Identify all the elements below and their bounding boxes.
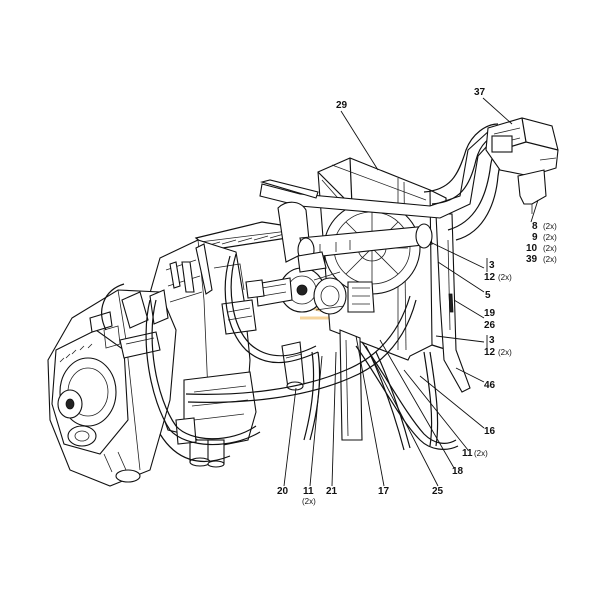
turbo-assembly [255, 201, 433, 391]
callout-25: 25 [432, 486, 444, 497]
engine-block [147, 239, 265, 468]
callout-3-upper: 3 [489, 260, 495, 271]
callout-12-upper: 12 [484, 272, 496, 283]
callout-10: 10 [526, 243, 538, 254]
callout-3-lower: 3 [489, 335, 495, 346]
callout-8-qty: (2x) [543, 222, 557, 231]
transmission-housing [47, 289, 177, 487]
callout-21: 21 [326, 486, 338, 497]
callout-29: 29 [336, 100, 348, 111]
callout-20: 20 [277, 486, 289, 497]
air-filter-housing [485, 117, 559, 214]
callout-26: 26 [484, 320, 496, 331]
callout-12-lower-qty: (2x) [498, 348, 512, 357]
callout-11-right-qty: (2x) [474, 449, 488, 458]
callout-12-upper-qty: (2x) [498, 273, 512, 282]
callout-46: 46 [484, 380, 496, 391]
callout-9-qty: (2x) [543, 233, 557, 242]
callout-9: 9 [532, 232, 538, 243]
leader-lines [283, 97, 539, 487]
callout-39: 39 [526, 254, 538, 265]
callout-12-lower: 12 [484, 347, 496, 358]
callout-8: 8 [532, 221, 538, 232]
callout-39-qty: (2x) [543, 255, 557, 264]
callout-10-qty: (2x) [543, 244, 557, 253]
callout-5: 5 [485, 290, 491, 301]
callout-11-bottom-qty: (2x) [302, 497, 316, 506]
callout-11-right: 11 [462, 448, 473, 459]
callout-labels: 29 37 8 (2x) 9 (2x) 10 (2x) 39 (2x) 3 12… [277, 87, 557, 506]
callout-11-bottom: 11 [303, 486, 314, 497]
callout-16: 16 [484, 426, 496, 437]
callout-18: 18 [452, 466, 464, 477]
coolant-hoses [101, 253, 459, 463]
callout-37: 37 [474, 87, 486, 98]
callout-17: 17 [378, 486, 390, 497]
callout-19: 19 [484, 308, 496, 319]
